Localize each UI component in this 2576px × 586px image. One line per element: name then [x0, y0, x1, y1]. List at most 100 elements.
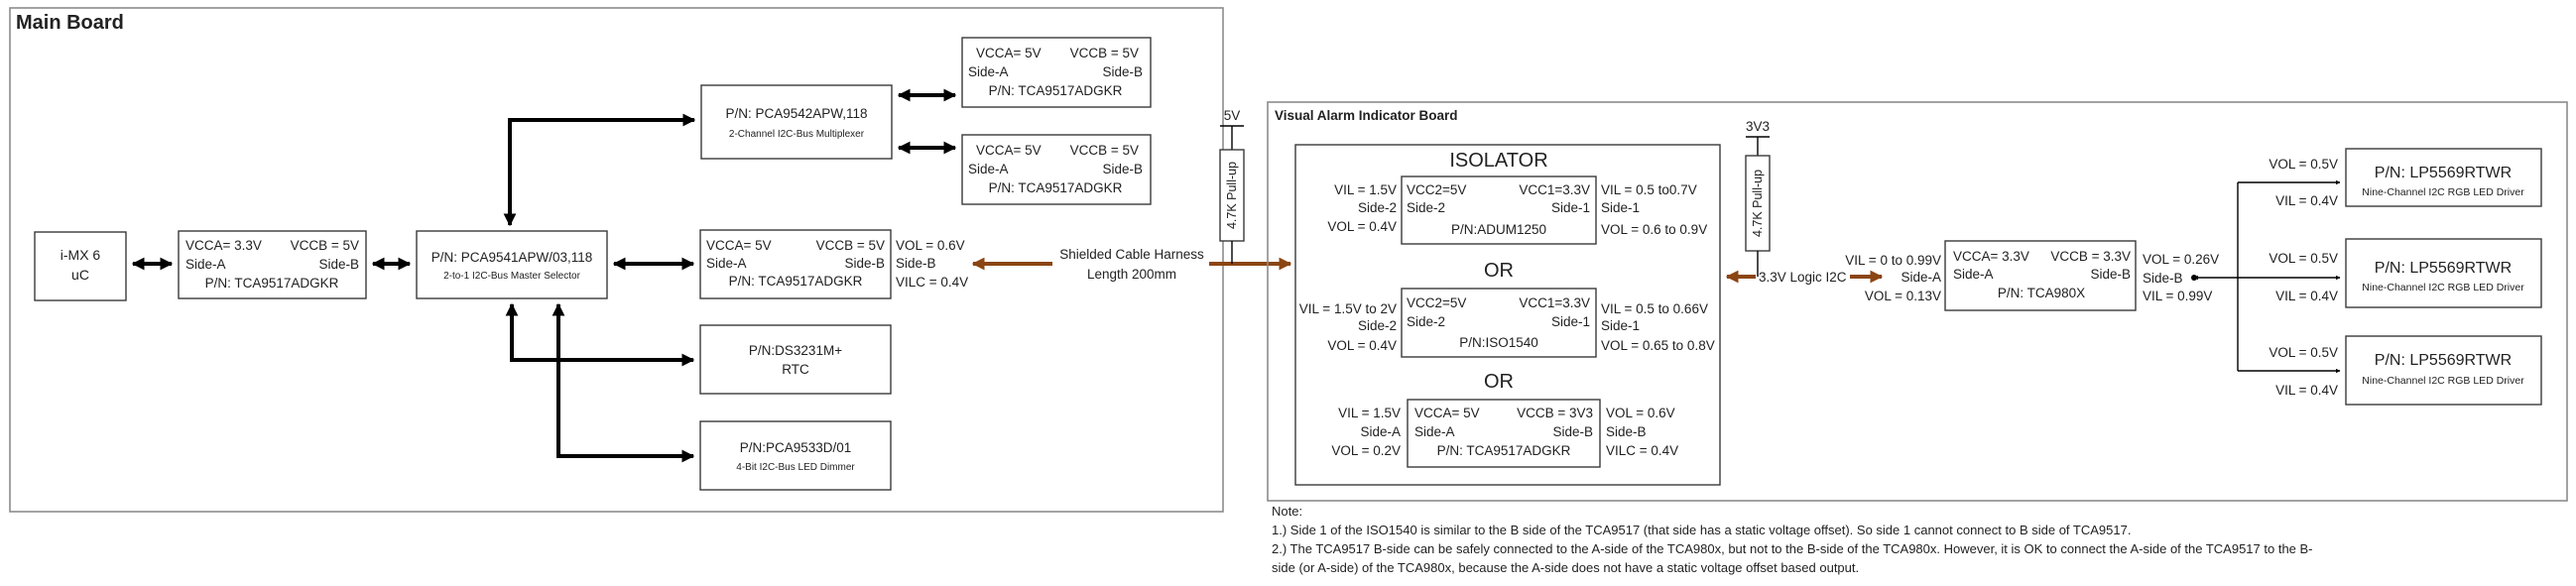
- vccb-label: VCCB = 5V: [291, 238, 359, 253]
- vil-label: VIL = 1.5V to 2V: [1299, 301, 1397, 316]
- isolator-block: ISOLATOR VCC2=5V VCC1=3.3V Side-2 Side-1…: [1294, 144, 1721, 486]
- vcc1-label: VCC1=3.3V: [1519, 182, 1590, 197]
- part-number: P/N: TCA9517ADGKR: [1437, 443, 1571, 458]
- vol-label: VOL = 0.26V: [2143, 252, 2219, 267]
- vil-label: VIL = 0.4V: [2275, 193, 2338, 208]
- side-a-label: Side-A: [968, 64, 1009, 79]
- note-2-continued: side (or A-side) of the TCA980x, because…: [1272, 560, 1860, 575]
- side-b-label: Side-B: [1552, 424, 1593, 439]
- led-driver-2: P/N: LP5569RTWR Nine-Channel I2C RGB LED…: [2269, 238, 2542, 308]
- vil-label: VIL = 0.5 to0.7V: [1601, 182, 1697, 197]
- vccb-label: VCCB = 3V3: [1517, 406, 1593, 420]
- side-b-label: Side-B: [1102, 162, 1143, 176]
- imx6-sublabel: uC: [71, 267, 89, 283]
- logic-i2c-link: 3.3V Logic I2C: [1725, 270, 1884, 285]
- part-description: Nine-Channel I2C RGB LED Driver: [2362, 186, 2524, 198]
- part-number: P/N: TCA9517ADGKR: [205, 276, 339, 291]
- side-a-label: Side-A: [1414, 424, 1455, 439]
- vcca-label: VCCA= 5V: [976, 143, 1042, 158]
- vccb-label: VCCB = 5V: [816, 238, 885, 253]
- vol-label: VOL = 0.13V: [1865, 289, 1941, 303]
- part-description: RTC: [782, 362, 809, 377]
- part-number: P/N: PCA9542APW,118: [725, 106, 867, 121]
- vol-label: VOL = 0.4V: [1327, 219, 1397, 234]
- translator-top1-block: VCCA= 5V VCCB = 5V Side-A Side-B P/N: TC…: [961, 37, 1152, 108]
- vil-label: VIL = 0.5 to 0.66V: [1601, 301, 1708, 316]
- vol-label: VOL = 0.4V: [1327, 338, 1397, 353]
- tca980x-block: VCCA= 3.3V VCCB = 3.3V Side-A Side-B P/N…: [1845, 240, 2219, 311]
- side-a-label: Side-A: [1901, 270, 1941, 285]
- pullup-label: 4.7K Pull-up: [1225, 162, 1239, 229]
- side-1-label: Side-1: [1601, 318, 1640, 333]
- side-1-label: Side-1: [1551, 314, 1590, 329]
- rtc-block: P/N:DS3231M+ RTC: [699, 324, 892, 395]
- part-number: P/N: TCA980X: [1998, 286, 2085, 300]
- part-description: 4-Bit I2C-Bus LED Dimmer: [736, 462, 855, 473]
- side-a-label: Side-A: [1360, 424, 1401, 439]
- vilc-label: VILC = 0.4V: [896, 275, 968, 290]
- vol-label: VOL = 0.5V: [2269, 345, 2338, 360]
- logic-i2c-label: 3.3V Logic I2C: [1759, 270, 1847, 285]
- vil-label: VIL = 1.5V: [1334, 182, 1397, 197]
- vcc2-label: VCC2=5V: [1407, 182, 1466, 197]
- side-2-label: Side-2: [1407, 314, 1445, 329]
- side-a-label: Side-A: [1953, 267, 1994, 282]
- pullup-label: 4.7K Pull-up: [1751, 170, 1765, 237]
- master-selector-block: P/N: PCA9541APW/03,118 2-to-1 I2C-Bus Ma…: [416, 230, 608, 299]
- via-board-title: Visual Alarm Indicator Board: [1275, 108, 1458, 123]
- multiplexer-block: P/N: PCA9542APW,118 2-Channel I2C-Bus Mu…: [700, 84, 893, 160]
- vilc-label: VILC = 0.4V: [1606, 443, 1678, 458]
- main-board: Main Board i-MX 6 uC VCCA= 3.3V VCCB = 5…: [9, 7, 1224, 513]
- or-separator: OR: [1484, 371, 1514, 393]
- pullup-5v: 5V 4.7K Pull-up: [1219, 108, 1245, 264]
- notes-section: Note: 1.) Side 1 of the ISO1540 is simil…: [1272, 502, 2561, 577]
- side-1-label: Side-1: [1601, 200, 1640, 215]
- part-number: P/N:PCA9533D/01: [740, 440, 852, 455]
- vil-label: VIL = 0 to 0.99V: [1845, 253, 1941, 268]
- part-description: Nine-Channel I2C RGB LED Driver: [2362, 375, 2524, 387]
- vcca-label: VCCA= 3.3V: [1953, 249, 2029, 264]
- led-driver-1: P/N: LP5569RTWR Nine-Channel I2C RGB LED…: [2269, 148, 2542, 208]
- vcca-label: VCCA= 3.3V: [185, 238, 262, 253]
- isolator-title: ISOLATOR: [1449, 150, 1547, 172]
- led-dimmer-block: P/N:PCA9533D/01 4-Bit I2C-Bus LED Dimmer: [699, 420, 892, 491]
- vil-label: VIL = 1.5V: [1338, 406, 1401, 420]
- vol-label: VOL = 0.65 to 0.8V: [1601, 338, 1715, 353]
- imx6-label: i-MX 6: [61, 247, 101, 263]
- side-a-label: Side-A: [968, 162, 1009, 176]
- pullup-3v3: 3V3 4.7K Pull-up: [1745, 119, 1771, 277]
- vcc2-label: VCC2=5V: [1407, 295, 1466, 310]
- vil-label: VIL = 0.4V: [2275, 289, 2338, 303]
- part-number: P/N: LP5569RTWR: [2375, 260, 2512, 277]
- vcc1-label: VCC1=3.3V: [1519, 295, 1590, 310]
- rail-label: 3V3: [1746, 119, 1770, 134]
- side-b-label: Side-B: [1606, 424, 1647, 439]
- led-bus: [2191, 179, 2341, 374]
- part-number: P/N: TCA9517ADGKR: [729, 274, 863, 289]
- rail-label: 5V: [1224, 108, 1241, 123]
- side-b-label: Side-B: [1102, 64, 1143, 79]
- part-number: P/N:ISO1540: [1459, 335, 1538, 350]
- isolator-option-tca9517: VCCA= 5V VCCB = 3V3 Side-A Side-B P/N: T…: [1331, 399, 1678, 468]
- isolator-option-iso1540: VCC2=5V VCC1=3.3V Side-2 Side-1 P/N:ISO1…: [1299, 288, 1715, 358]
- part-number: P/N:DS3231M+: [749, 343, 842, 358]
- translator-left-block: VCCA= 3.3V VCCB = 5V Side-A Side-B P/N: …: [178, 230, 367, 299]
- visual-alarm-board: Visual Alarm Indicator Board 5V 4.7K Pul…: [1219, 101, 2568, 502]
- vcca-label: VCCA= 5V: [976, 46, 1042, 60]
- part-description: Nine-Channel I2C RGB LED Driver: [2362, 282, 2524, 293]
- side-2-label: Side-2: [1358, 200, 1397, 215]
- or-separator: OR: [1484, 260, 1514, 282]
- vil-label: VIL = 0.99V: [2143, 289, 2212, 303]
- cable-label: Shielded Cable Harness: [1059, 247, 1204, 262]
- vcca-label: VCCA= 5V: [1414, 406, 1480, 420]
- side-2-label: Side-2: [1358, 318, 1397, 333]
- main-board-title: Main Board: [16, 12, 124, 34]
- side-2-label: Side-2: [1407, 200, 1445, 215]
- notes-heading: Note:: [1272, 504, 1303, 519]
- translator-top2-block: VCCA= 5V VCCB = 5V Side-A Side-B P/N: TC…: [961, 134, 1152, 205]
- side-b-label: Side-B: [318, 257, 359, 272]
- vol-label: VOL = 0.6V: [1606, 406, 1675, 420]
- vccb-label: VCCB = 5V: [1070, 143, 1139, 158]
- part-number: P/N: LP5569RTWR: [2375, 352, 2512, 369]
